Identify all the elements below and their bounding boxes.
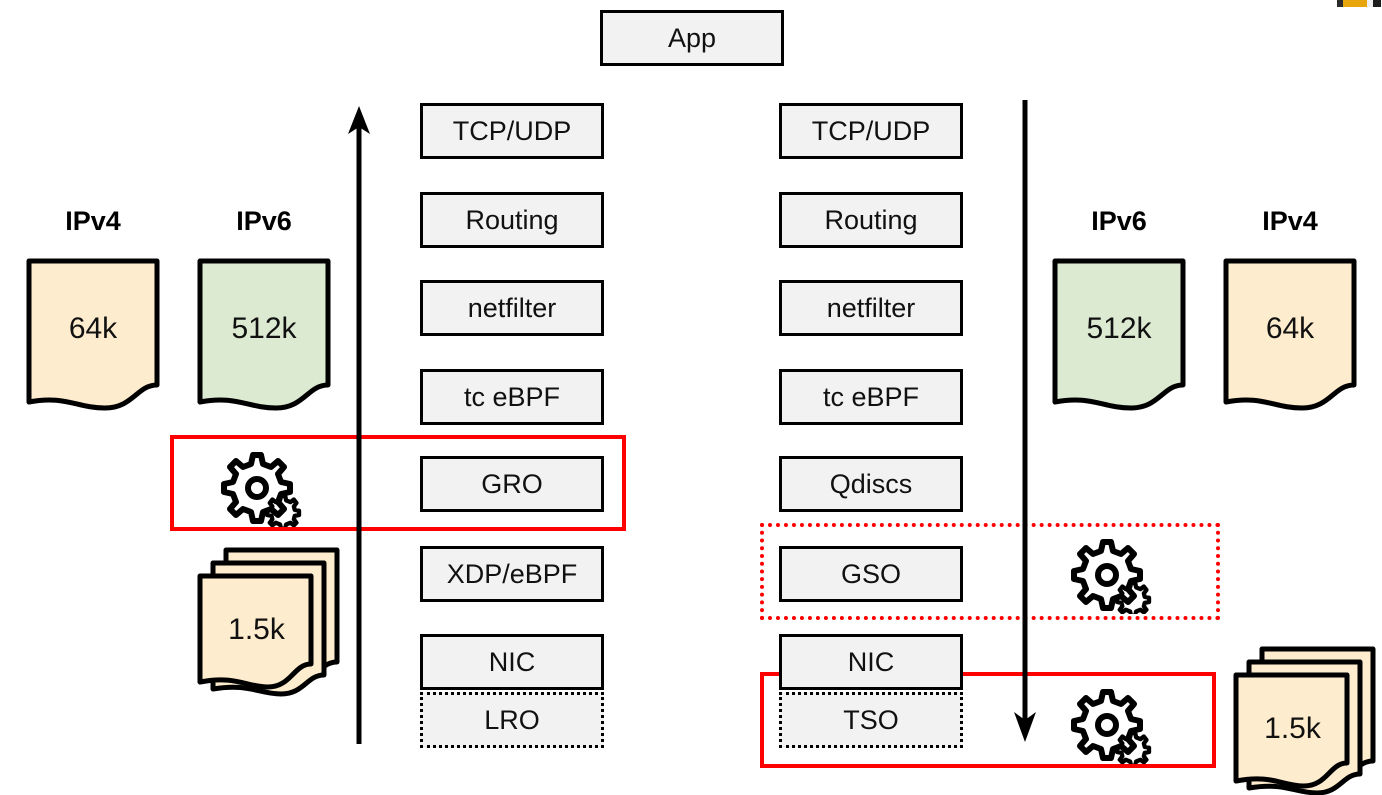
packet-doc-ipv4-tx: 64k	[1222, 257, 1358, 412]
box-tx-qdiscs[interactable]: Qdiscs	[779, 456, 963, 512]
packet-value: 64k	[1265, 312, 1315, 345]
box-tx-nic[interactable]: NIC	[779, 634, 963, 690]
box-label: netfilter	[826, 292, 916, 323]
box-tx-routing[interactable]: Routing	[779, 192, 963, 248]
box-rx-xdp-ebpf[interactable]: XDP/eBPF	[420, 546, 604, 602]
box-label: Qdiscs	[829, 468, 913, 499]
box-rx-tcp-udp[interactable]: TCP/UDP	[420, 103, 604, 159]
box-label: XDP/eBPF	[446, 558, 578, 589]
box-label: tc eBPF	[822, 381, 920, 412]
gears-icon-tso	[1065, 684, 1157, 764]
packet-doc-ipv6-tx: 512k	[1051, 257, 1187, 412]
box-rx-gro[interactable]: GRO	[420, 456, 604, 512]
packet-value: 64k	[68, 312, 118, 345]
packet-doc-ipv4-rx: 64k	[25, 257, 161, 412]
box-rx-routing[interactable]: Routing	[420, 192, 604, 248]
logo-sliver	[1337, 0, 1381, 7]
rx-flow-arrow-up	[344, 104, 374, 744]
packet-value: 512k	[231, 312, 297, 345]
packet-label-ipv4-tx: IPv4	[1262, 206, 1318, 236]
packet-doc-stack-tx-wire: 1.5k	[1232, 645, 1377, 795]
box-label: TCP/UDP	[452, 115, 572, 146]
box-label: netfilter	[467, 292, 557, 323]
box-label: Routing	[465, 204, 559, 235]
box-label: TSO	[843, 704, 899, 735]
box-tx-tc-ebpf[interactable]: tc eBPF	[779, 369, 963, 425]
box-rx-nic[interactable]: NIC	[420, 634, 604, 690]
box-label: App	[667, 22, 717, 53]
box-tx-netfilter[interactable]: netfilter	[779, 280, 963, 336]
box-label: Routing	[824, 204, 918, 235]
packet-value: 1.5k	[228, 613, 285, 646]
box-app[interactable]: App	[600, 10, 784, 66]
gro-highlight-rect	[170, 435, 626, 531]
gso-highlight-rect	[760, 523, 1220, 620]
packet-value: 1.5k	[1264, 712, 1321, 745]
packet-label-ipv6-rx: IPv6	[236, 206, 292, 236]
packet-doc-stack-rx-wire: 1.5k	[196, 546, 341, 697]
box-rx-lro[interactable]: LRO	[420, 692, 604, 748]
box-label: LRO	[484, 704, 540, 735]
packet-label-ipv6-tx: IPv6	[1091, 206, 1147, 236]
box-label: GRO	[481, 468, 543, 499]
tso-highlight-rect	[760, 672, 1216, 768]
gears-icon-gro	[215, 447, 307, 527]
tx-flow-arrow-down	[1010, 100, 1040, 744]
box-label: NIC	[847, 646, 895, 677]
box-tx-tso[interactable]: TSO	[779, 692, 963, 748]
packet-value: 512k	[1086, 312, 1152, 345]
packet-doc-ipv6-rx: 512k	[196, 257, 332, 412]
packet-label-ipv4-rx: IPv4	[65, 206, 121, 236]
gears-icon-gso	[1065, 534, 1157, 614]
box-label: GSO	[840, 558, 901, 589]
box-label: NIC	[488, 646, 536, 677]
box-rx-tc-ebpf[interactable]: tc eBPF	[420, 369, 604, 425]
box-label: TCP/UDP	[811, 115, 931, 146]
box-tx-tcp-udp[interactable]: TCP/UDP	[779, 103, 963, 159]
box-tx-gso[interactable]: GSO	[779, 546, 963, 602]
box-label: tc eBPF	[463, 381, 561, 412]
box-rx-netfilter[interactable]: netfilter	[420, 280, 604, 336]
